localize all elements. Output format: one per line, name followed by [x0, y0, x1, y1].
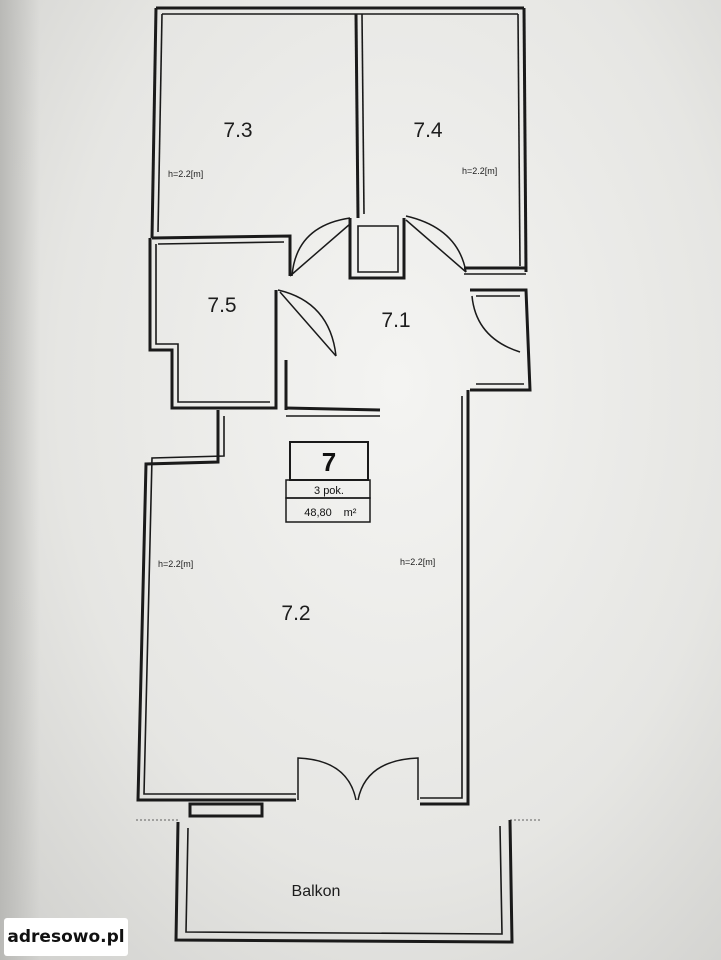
- unit-area: 48,80: [304, 507, 332, 519]
- watermark-logo: adresowo.pl: [4, 918, 128, 956]
- height-label-7-4: h=2.2[m]: [462, 166, 497, 176]
- height-label-7-2-left: h=2.2[m]: [158, 559, 193, 569]
- paper-shadow: [0, 0, 40, 960]
- balcony-label: Balkon: [292, 883, 341, 900]
- room-label-7-5: 7.5: [207, 294, 236, 317]
- unit-rooms: 3 pok.: [314, 485, 344, 497]
- walls: [136, 6, 532, 818]
- unit-number: 7: [322, 447, 336, 477]
- room-label-7-1: 7.1: [381, 309, 410, 332]
- balcony: [136, 819, 540, 944]
- unit-info-box: 7 3 pok. 48,80 m²: [285, 441, 371, 523]
- doors: [277, 215, 521, 801]
- height-label-7-2-right: h=2.2[m]: [400, 557, 435, 567]
- unit-area-unit: m²: [344, 507, 357, 519]
- room-label-7-4: 7.4: [413, 119, 443, 142]
- height-label-7-3: h=2.2[m]: [168, 169, 203, 179]
- room-label-7-3: 7.3: [223, 119, 252, 142]
- room-label-7-2: 7.2: [281, 602, 310, 625]
